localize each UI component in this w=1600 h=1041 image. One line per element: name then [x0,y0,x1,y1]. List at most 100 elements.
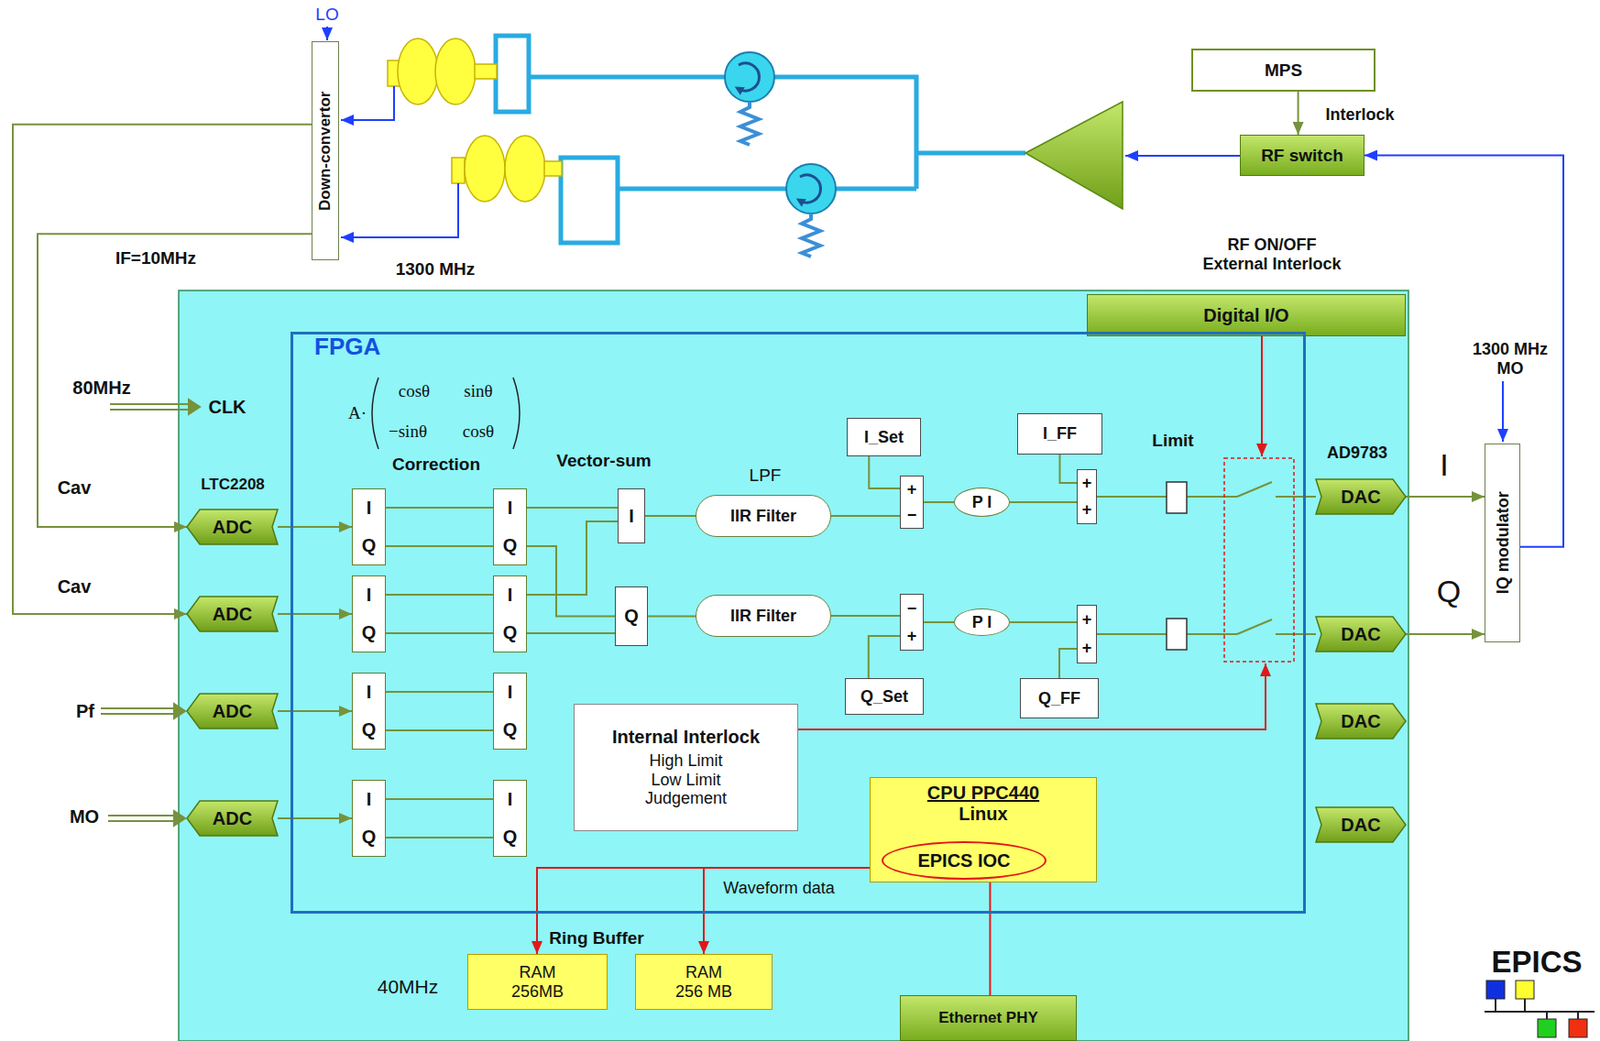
limit-block [1166,482,1187,650]
waveguide [495,35,1026,243]
rf-load [740,101,759,145]
node-content: DAC [1315,479,1406,515]
node-label: DAC [1340,624,1381,646]
node-label: Q [503,535,518,557]
node-label: + [1082,500,1093,520]
node-label: Internal Interlock [612,726,760,748]
signal-label: MO [69,806,99,828]
signal-connector [277,613,352,615]
node-label: Q [503,826,518,848]
board-panel [178,290,1409,1041]
node-content: ADC [186,800,278,836]
signal-label: Cav [57,477,92,499]
rf-load [801,213,821,257]
signal-connector [1096,633,1316,636]
circulator [724,52,775,102]
signal-label: I [1439,447,1448,483]
signal-connector [1060,454,1078,483]
signal-connector [647,615,696,618]
node-label: RF switch [1260,145,1344,166]
node-label: ADC [212,516,253,538]
epics-logo-mark [1484,980,1595,1038]
signal-label: IF=10MHz [115,248,197,269]
node-content: IQ [493,780,527,856]
matrix-term: cosθ [462,421,494,442]
signal-label: LO [315,4,339,25]
signal-label: Waveform data [723,878,834,899]
node-content: Q_Set [845,679,923,714]
node-label: ADC [212,603,253,625]
switch-blade [1237,619,1272,635]
signal-connector [536,867,870,954]
signal-connector [1405,495,1485,498]
interlock-arrow [1260,336,1263,457]
input-arrow [100,399,200,826]
iir-filter: IIR Filter [695,494,832,537]
matrix-bracket [372,377,520,450]
signal-label: Ring Buffer [548,928,644,949]
iq-block: IQ [493,488,527,566]
signal-connector [868,635,900,679]
iq-block: IQ [493,779,527,857]
signal-connector [1059,648,1077,679]
node-label: Q [361,535,377,557]
signal-connector [703,867,870,954]
signal-connector [385,836,494,839]
node-label: + [1082,610,1093,630]
down-convertor-box: Down-convertor [311,41,340,261]
node-label: EPICS IOC [917,850,1010,872]
signal-connector [645,515,696,517]
iq-block: IQ [493,575,527,653]
ram-box: RAM 256 MB [635,953,773,1010]
signal-label: Cav [57,576,92,598]
node-label: DAC [1340,711,1381,733]
rf-signal-arrow [327,26,1503,442]
converter-shape [1315,807,1406,843]
summing-junction: ++ [1076,604,1097,664]
input-arrow [174,810,186,826]
node-content: IQ [493,489,527,565]
node-content: Down-convertor [312,42,339,260]
signal-connector [831,515,900,517]
iq-block: IQ [351,672,386,750]
signal-connector [526,521,618,595]
node-label: DAC [1340,814,1381,836]
node-content: P I [954,488,1009,516]
pi-controller: P I [953,487,1010,517]
rf-signal-arrow [326,26,329,41]
node-label: I [366,584,373,606]
node-content: +− [900,476,923,528]
setpoint-box: Q_Set [844,678,924,715]
rf-signal-arrow [340,86,395,121]
signal-connector [277,526,352,528]
signal-connector [1297,91,1300,135]
node-content: IIR Filter [696,595,831,636]
feedforward-box: Q_FF [1019,678,1099,719]
node-label: Q [361,719,377,741]
node-label: CPU PPC440 [927,782,1040,804]
signal-connector [923,501,954,504]
node-content: IQ [493,576,527,652]
signal-connector [1096,495,1316,498]
signal-label: LTC2208 [200,475,265,494]
signal-label: RF ON/OFF External Interlock [1198,235,1346,274]
signal-connector [277,710,352,713]
node-label: Q [503,719,518,741]
signal-label: 40MHz [377,975,439,998]
fpga-region: FPGAIQIQIIIR FilterI_Set+−P II_FF++IQIQQ… [290,331,1306,914]
feedforward-box: I_FF [1017,413,1103,455]
node-label: + [1082,473,1093,494]
switch-blade [1237,482,1272,497]
node-content: Ethernet PHY [900,996,1076,1041]
node-content: I [618,489,645,543]
signal-connector [988,882,991,996]
node-label: RAM 256 MB [673,963,735,1001]
cavity [387,38,562,202]
rf-switch-box: RF switch [1239,134,1365,176]
epics-logo-mark [1515,980,1535,999]
adc-block: ADC [186,509,278,545]
summing-junction: +− [899,475,924,529]
converter-shape [1315,616,1406,652]
dac-block: DAC [1315,703,1406,739]
matrix-term: sinθ [463,381,493,402]
